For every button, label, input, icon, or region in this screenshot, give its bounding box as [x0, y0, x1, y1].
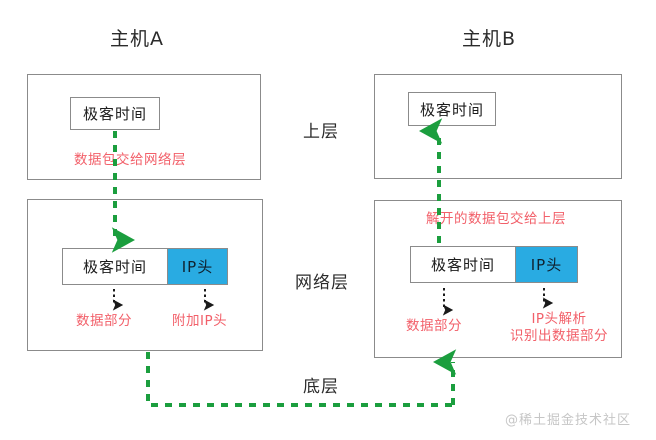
host-a-upper-payload-box: 极客时间 [70, 97, 160, 130]
host-a-ip-header-note: 附加IP头 [172, 313, 228, 329]
host-a-packet-ip-header: IP头 [168, 248, 228, 285]
host-b-packet: 极客时间 IP头 [410, 246, 578, 283]
host-a-payload-note: 数据部分 [76, 313, 132, 329]
host-a-packet: 极客时间 IP头 [62, 248, 228, 285]
host-b-ip-header-note-line2: 识别出数据部分 [510, 328, 608, 344]
host-a-title: 主机A [110, 28, 164, 50]
host-b-upper-layer-box [374, 74, 622, 179]
host-b-packet-ip-header: IP头 [516, 246, 578, 283]
layer-label-bottom: 底层 [303, 377, 339, 397]
host-b-upper-payload-box: 极客时间 [408, 92, 496, 126]
host-b-ip-header-note: IP头解析 识别出数据部分 [510, 311, 608, 345]
host-b-payload-note: 数据部分 [406, 318, 462, 334]
host-a-packet-payload: 极客时间 [62, 248, 168, 285]
host-a-handoff-note: 数据包交给网络层 [74, 152, 186, 168]
layer-label-upper: 上层 [303, 122, 339, 142]
host-b-ip-header-note-line1: IP头解析 [531, 311, 587, 327]
host-b-title: 主机B [462, 28, 517, 50]
host-a-network-to-bottom-wire [146, 352, 453, 407]
layer-label-network: 网络层 [295, 273, 349, 293]
host-b-handoff-note: 解开的数据包交给上层 [426, 211, 566, 227]
watermark: @稀土掘金技术社区 [505, 413, 632, 428]
host-b-packet-payload: 极客时间 [410, 246, 516, 283]
